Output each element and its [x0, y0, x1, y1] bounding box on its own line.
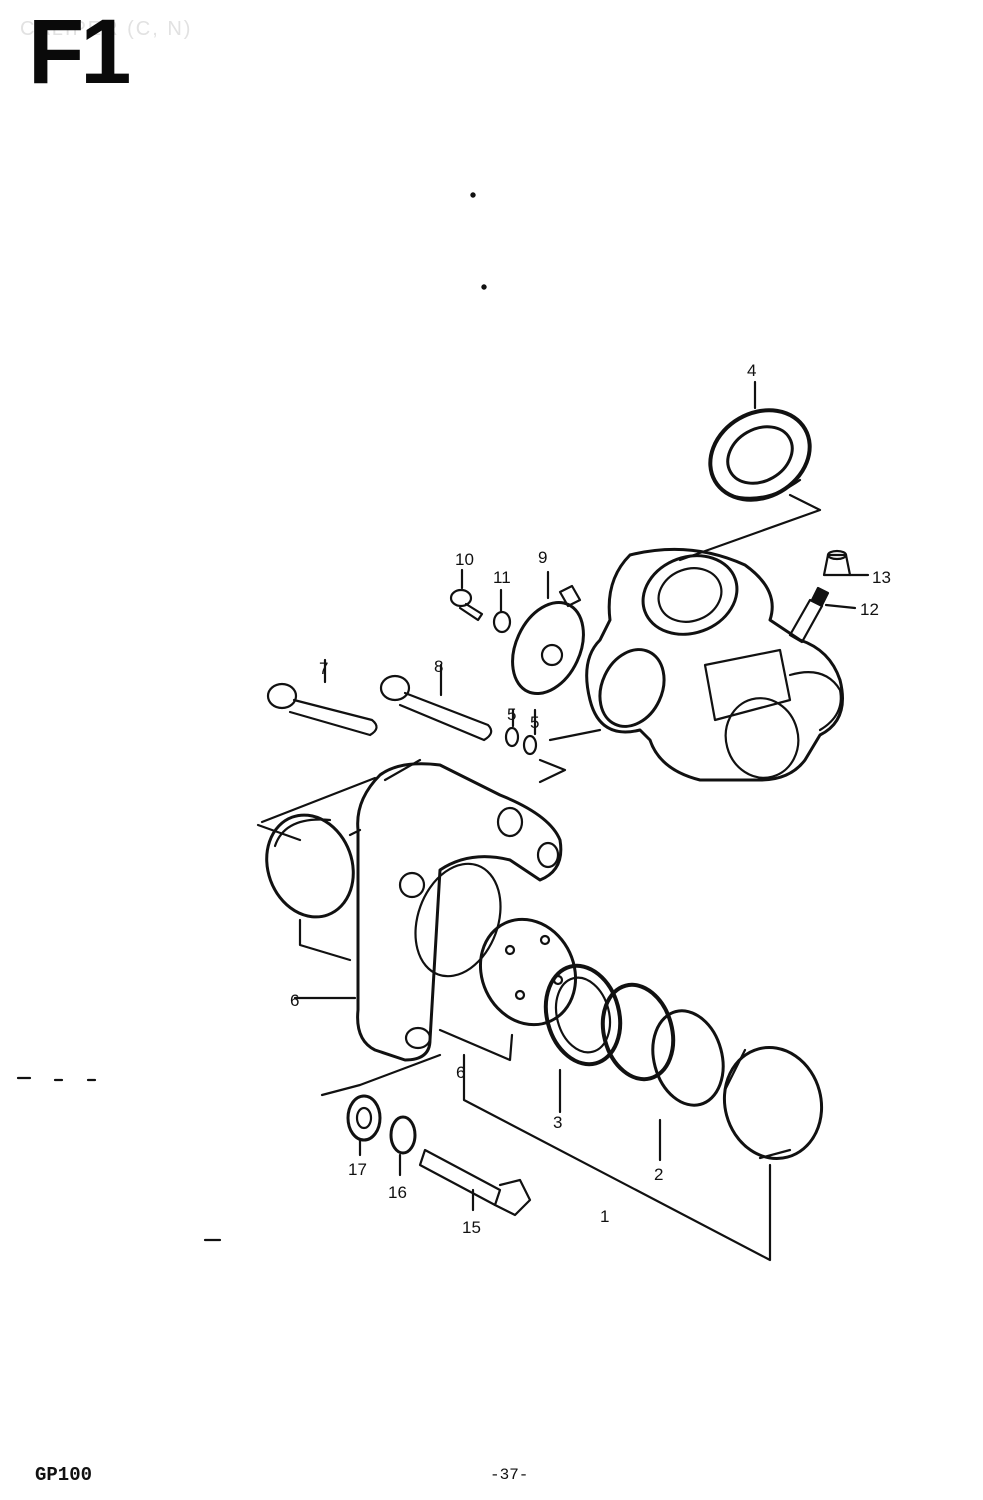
leaders-13-14 — [824, 573, 870, 610]
part-5-o-ring — [504, 726, 520, 748]
part-5-o-ring — [522, 734, 538, 756]
part-6-pad-shim — [478, 917, 578, 1027]
part-17-washer — [346, 1094, 382, 1142]
callout-16: 16 — [388, 1183, 407, 1202]
callout-13: 12 — [860, 600, 879, 619]
callout-11: 10 — [455, 550, 474, 569]
leader-4 — [678, 380, 822, 562]
callout-7: 6 — [290, 991, 299, 1010]
speck — [481, 284, 487, 290]
part-12-washer — [492, 610, 512, 634]
part-16-spring-washer — [389, 1115, 417, 1155]
callout-9: 8 — [434, 657, 443, 676]
leaders-10-12 — [460, 568, 550, 614]
leaders-15-17 — [320, 1053, 475, 1212]
section-code: F1 — [28, 1, 131, 103]
part-9-pin — [379, 674, 493, 742]
callout-2: 2 — [654, 1165, 663, 1184]
part-14-bleeder-cap — [822, 549, 852, 577]
part-11-screw — [449, 588, 484, 622]
part-piston — [722, 1045, 824, 1161]
part-15-bolt — [418, 1148, 532, 1217]
section-title: CALIPER (C, N) — [20, 18, 193, 40]
leaders-2-3 — [558, 1068, 662, 1162]
callout-4: 4 — [747, 361, 756, 380]
part-13-bleeder-valve — [788, 586, 830, 644]
leaders-7-pad — [256, 758, 567, 1000]
callout-14: 13 — [872, 568, 891, 587]
callout-10: 9 — [538, 548, 547, 567]
model-name: GP100 — [35, 1464, 93, 1486]
part-brake-pad-outer — [265, 813, 355, 919]
part-7-bracket — [348, 758, 563, 1062]
part-caliper-body — [585, 547, 844, 782]
callout-8: 7 — [319, 659, 328, 678]
page-number: -37- — [490, 1466, 529, 1484]
speck — [470, 192, 476, 198]
callout-15: 15 — [462, 1218, 481, 1237]
callout-5a: 5 — [507, 705, 516, 724]
callout-6: 6 — [456, 1063, 465, 1082]
part-4-dust-seal — [708, 408, 812, 502]
callout-3: 3 — [553, 1113, 562, 1132]
part-3-piston-seal — [543, 963, 623, 1067]
leaders-6-1 — [438, 1028, 772, 1262]
callout-12: 11 — [493, 568, 511, 587]
stray-dashes — [16, 1076, 97, 1082]
leaders-8-9 — [323, 658, 443, 697]
leaders-5 — [511, 708, 602, 742]
part-2-dust-ring — [600, 982, 725, 1107]
part-10-cap — [511, 584, 585, 696]
callout-17: 17 — [348, 1160, 367, 1179]
callout-5b: 5 — [530, 713, 539, 732]
callout-1: 1 — [600, 1207, 609, 1226]
part-8-pin — [266, 682, 378, 737]
